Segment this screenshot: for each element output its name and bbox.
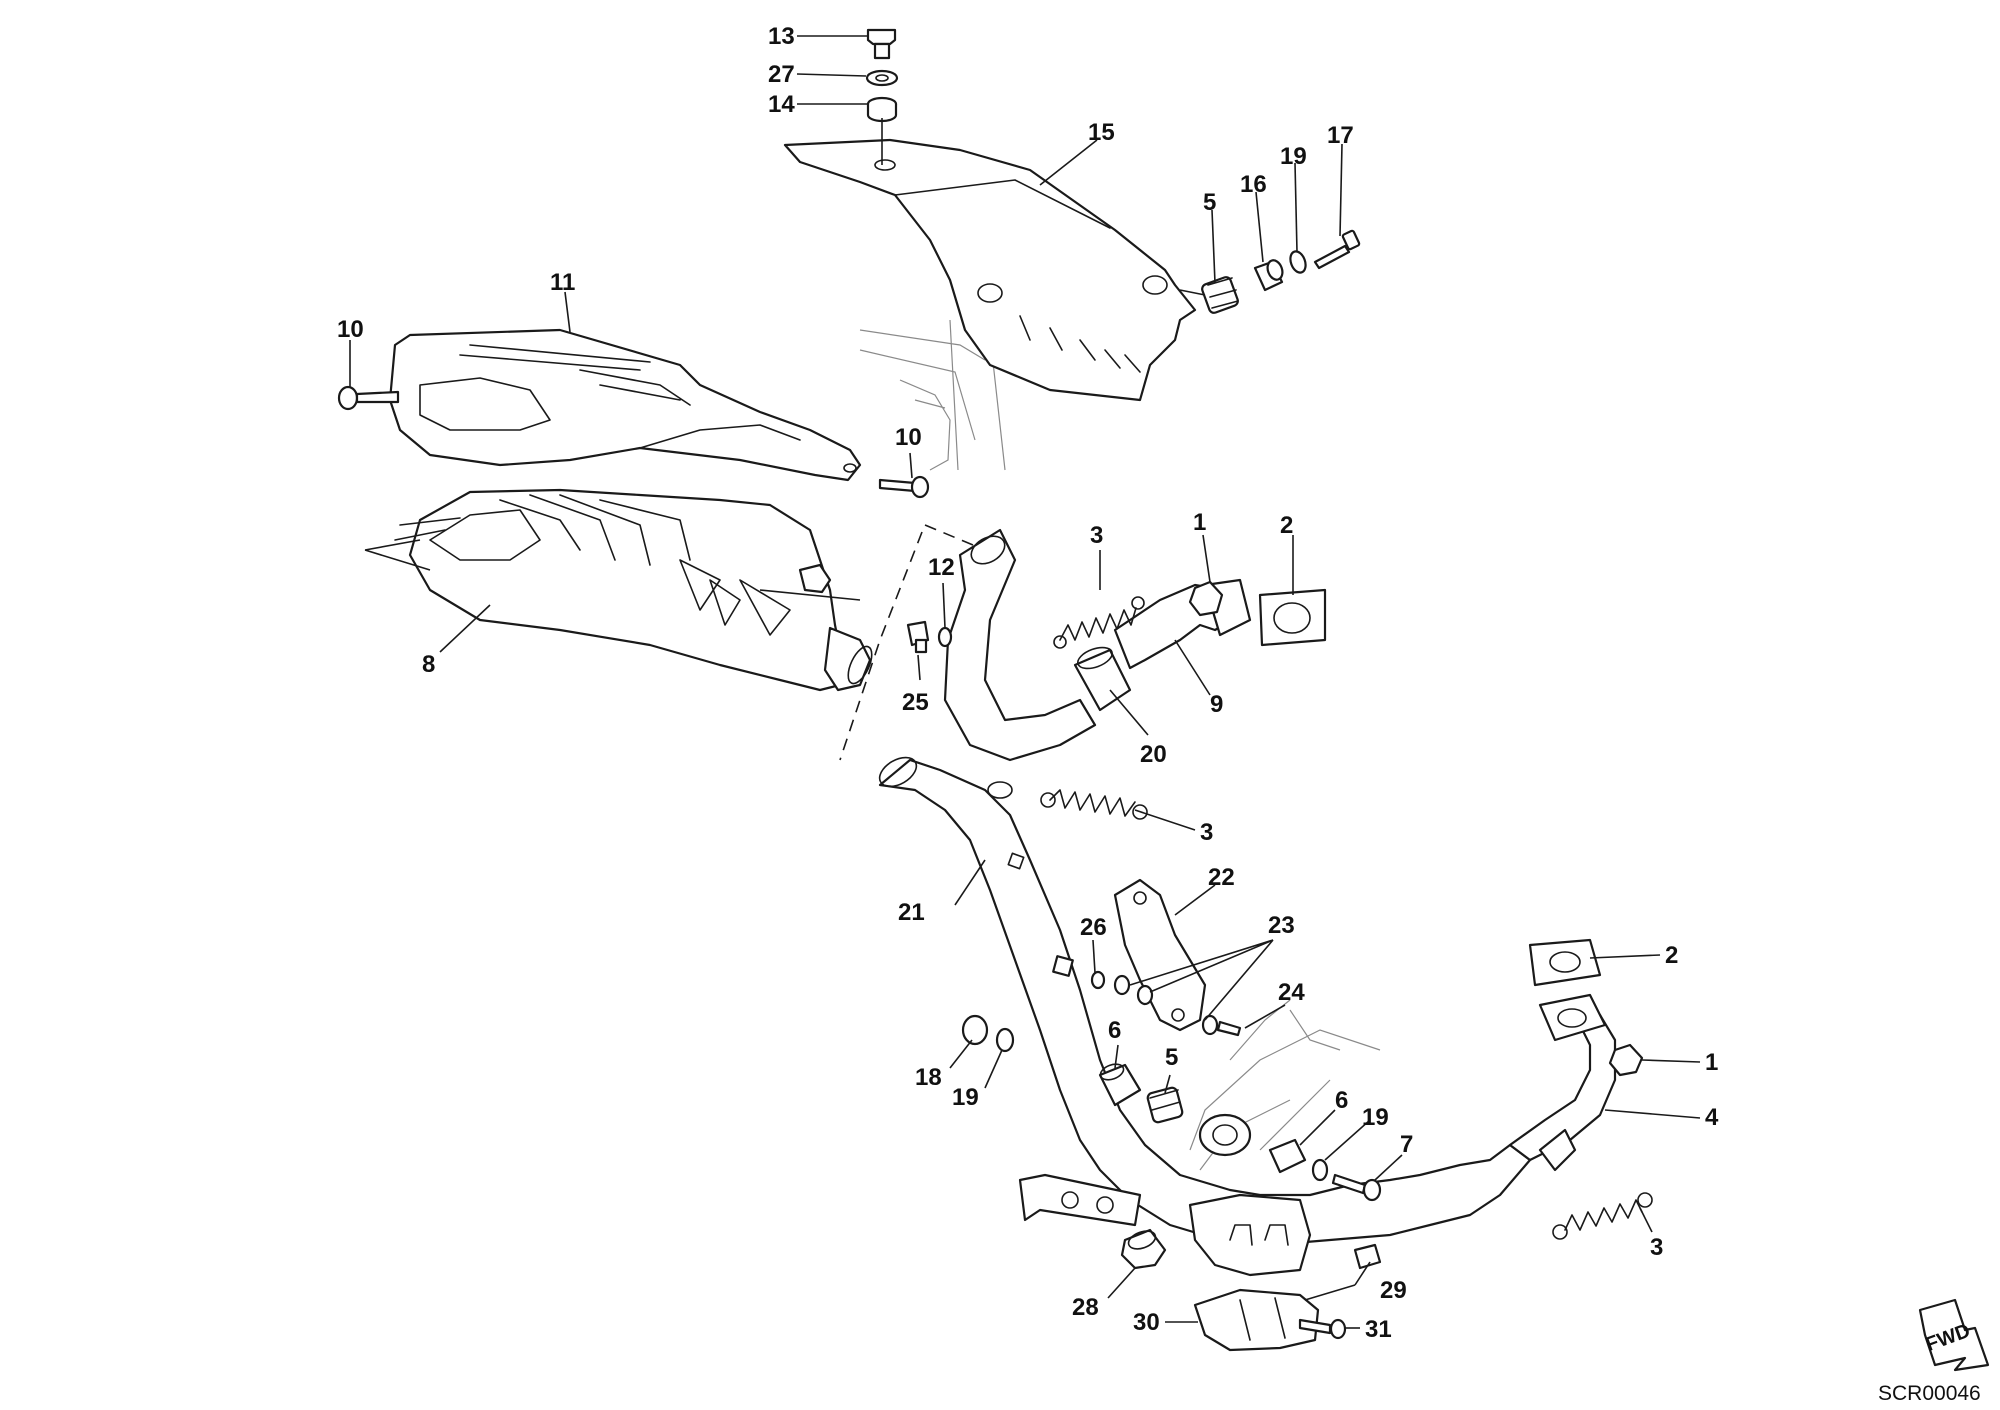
rubber-damper-5-upper[interactable] <box>1201 276 1239 314</box>
header-pipe-upper[interactable] <box>943 528 1097 762</box>
callout-31: 31 <box>1365 1316 1392 1343</box>
bolt-13[interactable] <box>866 28 897 60</box>
bolt-25[interactable] <box>906 620 930 654</box>
muffler-bracket <box>798 563 832 594</box>
callout-10-left: 10 <box>337 316 364 343</box>
callout-16: 16 <box>1240 171 1267 198</box>
callout-25: 25 <box>902 689 929 716</box>
washer-19-left[interactable] <box>995 1027 1015 1053</box>
washer-26[interactable] <box>1090 970 1106 990</box>
screw-31[interactable] <box>1298 1318 1347 1340</box>
bushing-ring <box>1198 1113 1252 1157</box>
clip-29[interactable] <box>1353 1243 1382 1270</box>
rubber-damper-5-lower[interactable] <box>1146 1086 1184 1124</box>
guard-30[interactable] <box>1193 1288 1320 1352</box>
callout-5-upper: 5 <box>1203 189 1216 216</box>
callout-21: 21 <box>898 899 925 926</box>
gasket-2-upper[interactable] <box>1258 588 1327 647</box>
callout-2-lower: 2 <box>1665 942 1678 969</box>
callout-3-upper: 3 <box>1090 522 1103 549</box>
callout-26: 26 <box>1080 914 1107 941</box>
spring-3-lower[interactable] <box>1552 1192 1653 1240</box>
bolt-7[interactable] <box>1331 1173 1382 1202</box>
callout-18: 18 <box>915 1064 942 1091</box>
callout-19-left: 19 <box>952 1084 979 1111</box>
callout-8: 8 <box>422 651 435 678</box>
spacer-6-right[interactable] <box>1268 1138 1307 1174</box>
pipe-flange-lower <box>1538 993 1607 1042</box>
washer-27[interactable] <box>865 69 899 87</box>
callout-5-lower: 5 <box>1165 1044 1178 1071</box>
callout-15: 15 <box>1088 119 1115 146</box>
callout-labels: 13 27 14 15 5 16 19 17 11 10 10 3 1 2 12… <box>337 23 1719 1343</box>
assembly-line-muffler <box>839 524 986 761</box>
callout-24: 24 <box>1278 979 1305 1006</box>
bolt-24[interactable] <box>1201 1014 1242 1037</box>
bolt-10-left[interactable] <box>337 385 400 411</box>
callout-29: 29 <box>1380 1277 1407 1304</box>
callout-2-upper: 2 <box>1280 512 1293 539</box>
bracket-22[interactable] <box>1113 878 1207 1032</box>
callout-23: 23 <box>1268 912 1295 939</box>
callout-19-upper: 19 <box>1280 143 1307 170</box>
washers-23[interactable] <box>1113 974 1154 1006</box>
callout-1-lower: 1 <box>1705 1049 1718 1076</box>
callout-28: 28 <box>1072 1294 1099 1321</box>
spacer-16[interactable] <box>1253 258 1285 292</box>
callout-22: 22 <box>1208 864 1235 891</box>
spring-3-upper[interactable] <box>1053 596 1145 649</box>
callout-20: 20 <box>1140 741 1167 768</box>
callout-11: 11 <box>550 269 575 296</box>
callout-27: 27 <box>768 61 795 88</box>
gasket-2-lower[interactable] <box>1528 938 1602 987</box>
bolt-17[interactable] <box>1313 229 1361 270</box>
figure-code: SCR00046 <box>1878 1382 1981 1405</box>
spacer-6-left[interactable] <box>1098 1061 1142 1107</box>
washer-19-upper[interactable] <box>1288 249 1309 274</box>
callout-17: 17 <box>1327 122 1354 149</box>
muffler[interactable] <box>394 488 852 692</box>
clamp-sleeve-20[interactable] <box>1073 643 1132 712</box>
callout-6-right: 6 <box>1335 1087 1348 1114</box>
callout-30: 30 <box>1133 1309 1160 1336</box>
nut-1-lower[interactable] <box>1608 1043 1644 1077</box>
callout-3-lower: 3 <box>1650 1234 1663 1261</box>
grommet-18[interactable] <box>961 1014 989 1046</box>
forward-direction-arrow: FWD <box>1918 1298 1990 1372</box>
collector-box <box>1188 1193 1312 1277</box>
callout-3-mid: 3 <box>1200 819 1213 846</box>
frame-outline-upper <box>859 319 1006 471</box>
callout-13: 13 <box>768 23 795 50</box>
callout-7: 7 <box>1400 1131 1413 1158</box>
callout-1-upper: 1 <box>1193 509 1206 536</box>
callout-12: 12 <box>928 554 955 581</box>
nut-26[interactable] <box>1052 955 1074 977</box>
muffler-cover[interactable] <box>388 328 862 482</box>
heat-shield[interactable] <box>783 138 1197 402</box>
callout-19-right: 19 <box>1362 1104 1389 1131</box>
callout-14: 14 <box>768 91 795 118</box>
callout-10-right: 10 <box>895 424 922 451</box>
callout-9: 9 <box>1210 691 1223 718</box>
callout-6-left: 6 <box>1108 1017 1121 1044</box>
grommet-14[interactable] <box>866 96 898 123</box>
leader-lines <box>349 35 1701 1329</box>
washer-12[interactable] <box>937 626 953 648</box>
bolt-10-right[interactable] <box>878 475 930 499</box>
washer-19-right[interactable] <box>1311 1158 1329 1182</box>
muffler-outlet-sleeve <box>823 626 873 692</box>
rubber-mount-28[interactable] <box>1120 1228 1167 1270</box>
bracket-plate <box>1018 1173 1142 1227</box>
spring-3-mid[interactable] <box>1040 789 1148 820</box>
callout-4: 4 <box>1705 1104 1719 1131</box>
